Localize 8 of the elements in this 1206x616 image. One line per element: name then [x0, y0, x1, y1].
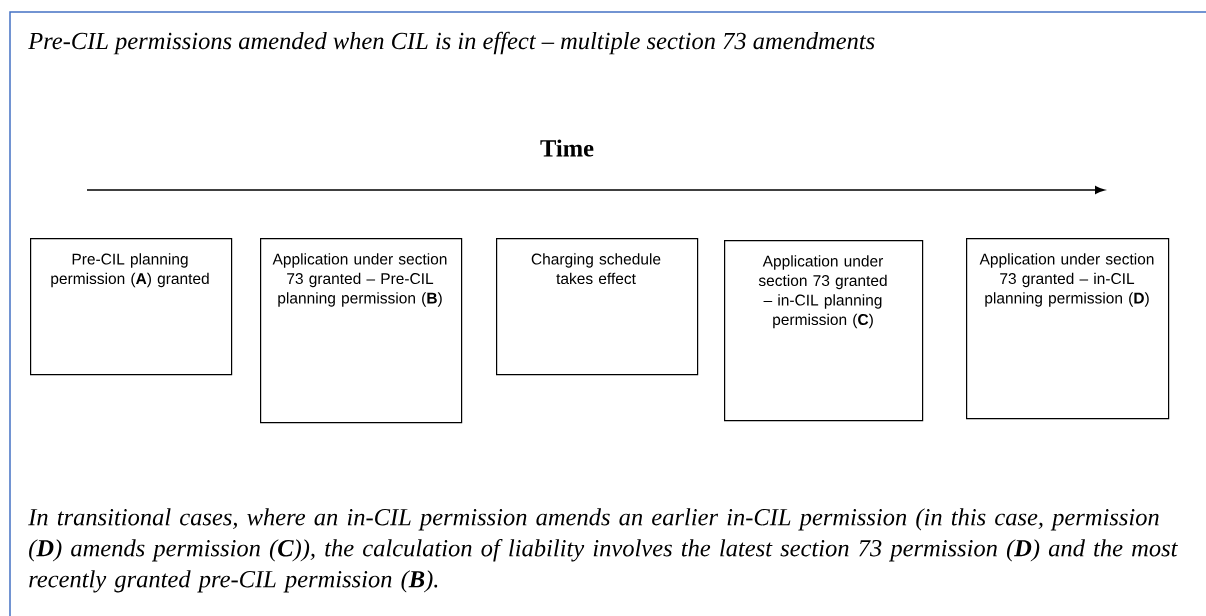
title: Pre-CIL permissions amended when CIL is in effect – multiple section 73 amendments [28, 31, 875, 55]
event-box: Application under section 73 granted – Pre-CIL planning permission (B) [260, 238, 463, 424]
event-box: Application under section 73 granted – in-CIL planning permission (C) [724, 240, 924, 422]
event-box: Pre-CIL planning permission (A) granted [30, 238, 233, 376]
caption: In transitional cases, where an in-CIL permission amends an earlier in-CIL permission (in this case, permission (D) amends permission (C)), the calculation of liability involves the latest section 73 permission (D) and the most recently granted pre-CIL permission (B). [28, 508, 1178, 593]
axis-label: Time [540, 139, 594, 157]
event-box: Application under section 73 granted – in-CIL planning permission (D) [966, 238, 1170, 420]
event-box: Charging schedule takes effect [496, 238, 699, 376]
